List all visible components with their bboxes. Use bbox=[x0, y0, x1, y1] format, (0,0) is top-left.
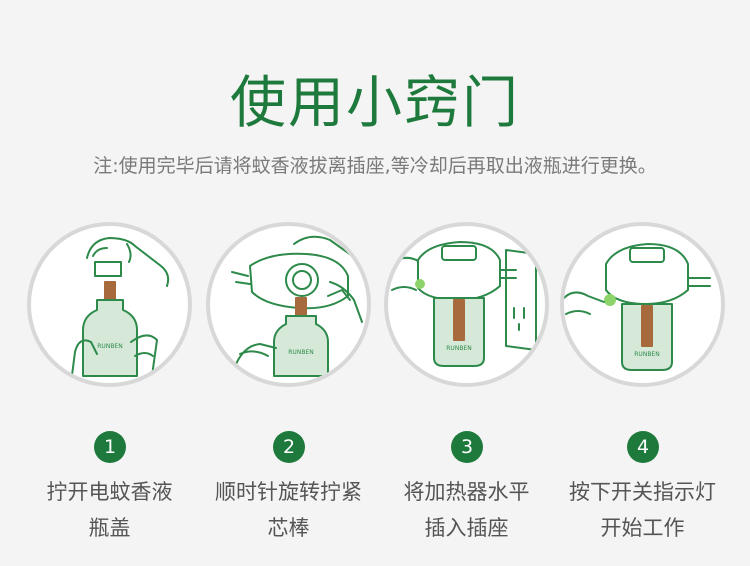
page-title: 使用小窍门 bbox=[230, 71, 520, 136]
bottle-brand-text: RUNBEN bbox=[446, 345, 471, 352]
step-1-caption: 拧开电蚊香液 瓶盖 bbox=[17, 474, 202, 546]
step-2-number: 2 bbox=[273, 431, 305, 463]
step-4-illustration: RUNBEN bbox=[560, 222, 725, 387]
step-3-illustration: RUNBEN bbox=[384, 222, 549, 387]
step-3-caption-line2: 插入插座 bbox=[424, 516, 509, 540]
press-switch-icon: RUNBEN bbox=[564, 243, 711, 371]
unscrew-cap-icon: RUNBEN bbox=[70, 237, 170, 383]
plug-in-icon: RUNBEN bbox=[388, 241, 537, 367]
step-1-caption-line2: 瓶盖 bbox=[88, 516, 131, 540]
step-1-number: 1 bbox=[94, 431, 126, 463]
step-4-caption-line1: 按下开关指示灯 bbox=[569, 480, 716, 504]
step-4-caption: 按下开关指示灯 开始工作 bbox=[550, 474, 735, 546]
twist-heater-icon: RUNBEN bbox=[229, 235, 363, 383]
step-4-number: 4 bbox=[627, 431, 659, 463]
bottle-brand-text: RUNBEN bbox=[634, 351, 659, 358]
step-1-illustration: RUNBEN bbox=[27, 222, 192, 387]
step-3-caption-line1: 将加热器水平 bbox=[403, 480, 530, 504]
step-2-illustration: RUNBEN bbox=[206, 222, 371, 387]
step-3-number: 3 bbox=[451, 431, 483, 463]
bottle-brand-text: RUNBEN bbox=[97, 343, 122, 350]
step-2-caption: 顺时针旋转拧紧 芯棒 bbox=[196, 474, 381, 546]
step-2-caption-line2: 芯棒 bbox=[267, 516, 310, 540]
step-4-caption-line2: 开始工作 bbox=[600, 516, 685, 540]
step-3-caption: 将加热器水平 插入插座 bbox=[374, 474, 559, 546]
step-2-caption-line1: 顺时针旋转拧紧 bbox=[215, 480, 362, 504]
usage-note: 注:使用完毕后请将蚊香液拔离插座,等冷却后再取出液瓶进行更换。 bbox=[93, 155, 657, 177]
bottle-brand-text: RUNBEN bbox=[288, 349, 313, 356]
step-1-caption-line1: 拧开电蚊香液 bbox=[46, 480, 173, 504]
